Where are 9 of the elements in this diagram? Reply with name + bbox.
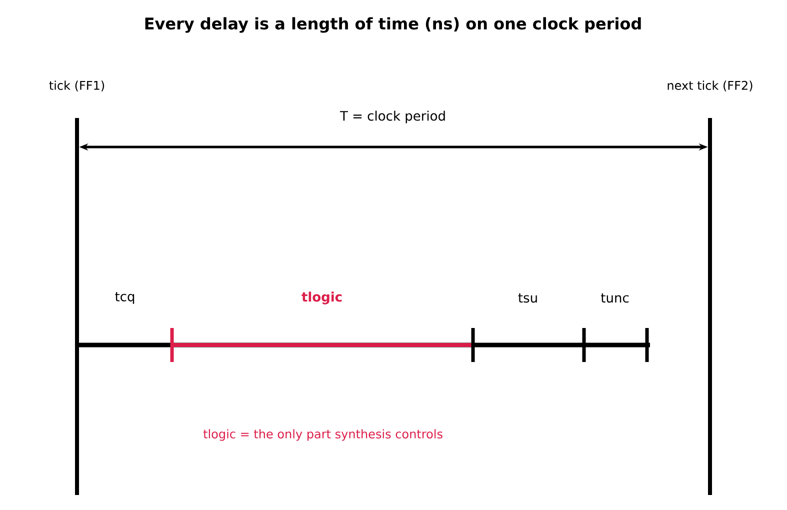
- segment-label: tlogic: [302, 292, 342, 304]
- note: tlogic = the only part synthesis controls: [203, 429, 442, 441]
- segment-label: tcq: [115, 292, 134, 304]
- segment-label: tsu: [518, 293, 537, 303]
- segment-label: tunc: [600, 293, 629, 303]
- edge-label: T = clock period: [339, 110, 448, 124]
- tick-line: tick (FF1): [49, 80, 104, 495]
- tick-line: next tick (FF2): [668, 80, 752, 495]
- title: Every delay is a length of time (ns) on one clock period: [145, 17, 641, 33]
